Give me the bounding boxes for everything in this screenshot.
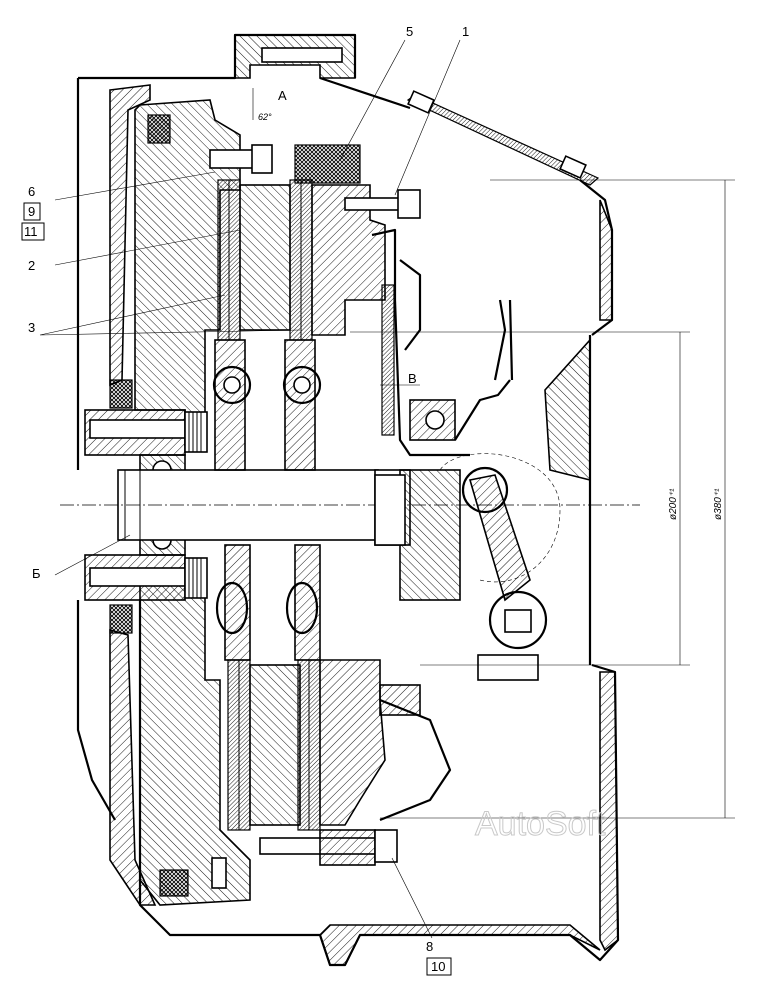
label-box-10	[426, 957, 452, 976]
dimension-lines	[252, 88, 735, 819]
label-box-9	[23, 202, 41, 221]
label-part-11-boxed: 11	[24, 224, 38, 239]
release-fork	[439, 335, 592, 681]
watermark: AutoSoft	[475, 805, 606, 843]
dimension-diameter-380: ø380⁺¹	[713, 488, 724, 520]
clutch-housing	[76, 33, 620, 967]
leader-lines	[39, 39, 461, 939]
clutch-cover	[371, 228, 514, 822]
pressure-plates	[209, 144, 421, 866]
label-box-11	[21, 222, 45, 241]
label-view-v: В	[408, 371, 417, 386]
input-shaft	[60, 469, 640, 546]
label-part-8: 8	[426, 939, 433, 954]
label-part-5: 5	[406, 24, 413, 39]
label-part-9-boxed: 9	[28, 204, 35, 219]
clutch-discs	[212, 179, 322, 831]
label-angle: 62°	[258, 112, 272, 122]
label-part-6: 6	[28, 184, 35, 199]
flywheel	[134, 99, 251, 906]
label-view-b-cyr: Б	[32, 566, 41, 581]
inspection-cover	[406, 90, 600, 186]
label-part-2: 2	[28, 258, 35, 273]
label-part-3: 3	[28, 320, 35, 335]
crankshaft-flange	[84, 379, 208, 634]
dimension-diameter-200: ø200⁺¹	[668, 488, 679, 520]
label-view-a: А	[278, 88, 287, 103]
label-part-10-boxed: 10	[431, 959, 445, 974]
label-part-1: 1	[462, 24, 469, 39]
